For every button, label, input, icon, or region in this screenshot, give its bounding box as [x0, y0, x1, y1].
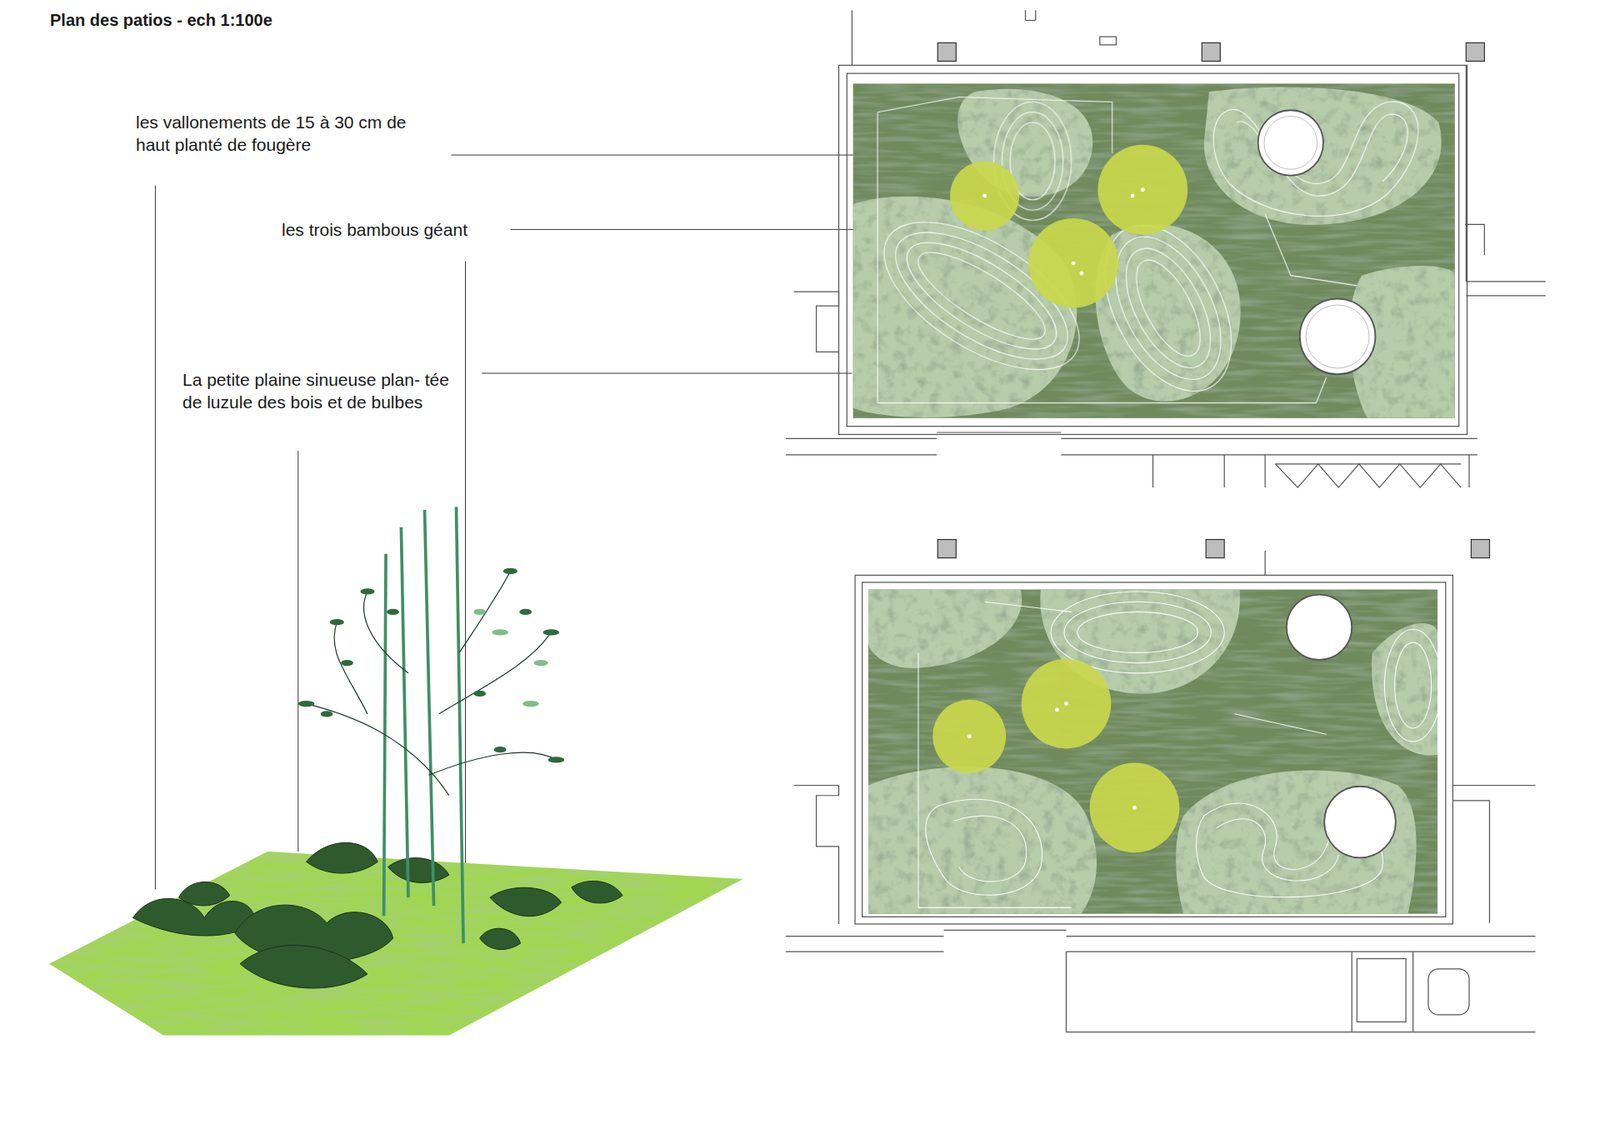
callout-label: La petite plaine sinueuse plan- tée de l…: [180, 368, 460, 414]
callout-label: les vallonements de 15 à 30 cm de haut p…: [133, 110, 414, 156]
plan-title: Plan des patios - ech 1:100e: [50, 10, 273, 30]
callout-label: les trois bambous géant: [279, 218, 470, 241]
